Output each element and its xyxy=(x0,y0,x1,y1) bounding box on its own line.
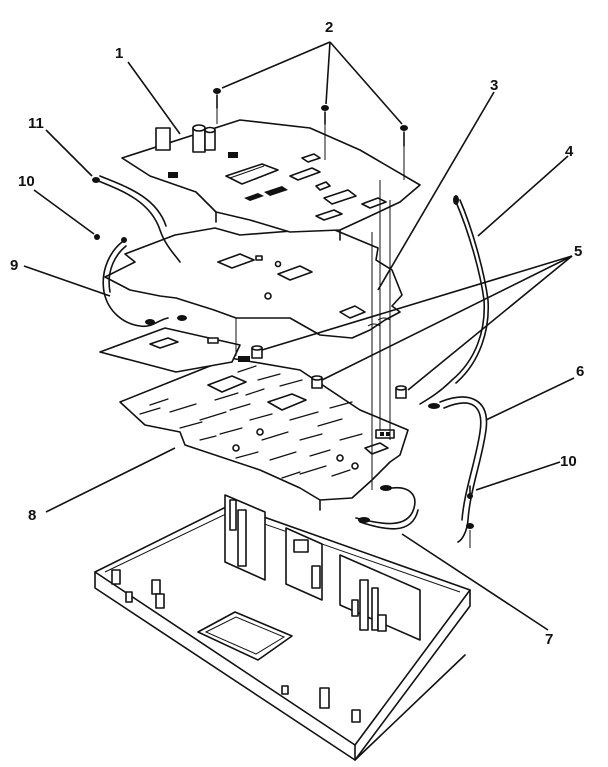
leader-5a xyxy=(261,255,573,351)
callout-3: 3 xyxy=(490,77,498,94)
board-cutout-a xyxy=(207,375,247,393)
board-cutout-b xyxy=(267,393,307,411)
board-connector-left xyxy=(238,356,250,362)
top-board-ic-main xyxy=(225,163,279,185)
leader-lines xyxy=(23,41,575,631)
top-board-chip-b xyxy=(168,172,178,178)
base-rib-right xyxy=(339,554,421,641)
callout-2: 2 xyxy=(325,19,333,36)
ground-screw-10-left xyxy=(94,234,100,240)
callout-11: 11 xyxy=(28,115,44,132)
leader-2a xyxy=(221,41,331,89)
lower-circuit-board xyxy=(119,356,409,511)
leader-10-right xyxy=(475,461,561,491)
leader-3 xyxy=(377,91,495,291)
screw-left xyxy=(213,88,221,109)
plate-slot-b xyxy=(277,265,313,281)
callout-9: 9 xyxy=(10,257,18,274)
top-circuit-board xyxy=(121,119,421,241)
callout-labels: 1 2 3 4 5 6 7 8 9 10 10 11 xyxy=(10,19,584,648)
wire-harness-4 xyxy=(419,195,490,405)
top-board-chip-d xyxy=(244,193,264,201)
base-housing xyxy=(94,494,471,761)
board-hatching xyxy=(139,365,363,479)
leader-4 xyxy=(477,155,569,237)
leader-5c xyxy=(407,255,573,391)
spacer-standoffs xyxy=(251,345,407,399)
plate-slot-a xyxy=(217,253,255,269)
middle-plate xyxy=(104,227,403,339)
screw-center xyxy=(321,105,329,125)
assembly-lines xyxy=(216,108,405,490)
callout-6: 6 xyxy=(576,363,584,380)
callout-8: 8 xyxy=(28,507,36,524)
leader-8 xyxy=(45,447,176,513)
leader-6 xyxy=(485,377,575,421)
top-board-capacitors xyxy=(155,124,216,153)
screw-right xyxy=(400,125,408,147)
leader-11 xyxy=(45,129,93,177)
wire-harness-9 xyxy=(102,237,187,328)
top-board-chip-c xyxy=(264,186,288,196)
leader-2c xyxy=(329,41,403,125)
leader-2b xyxy=(325,41,331,105)
board-cutout-c xyxy=(364,442,389,455)
callout-7: 7 xyxy=(545,631,553,648)
callout-4: 4 xyxy=(565,143,574,160)
leader-5b xyxy=(321,255,573,381)
callout-1: 1 xyxy=(115,45,123,62)
mounting-screws xyxy=(213,88,408,147)
base-standoffs xyxy=(111,569,361,723)
leader-1 xyxy=(127,61,181,135)
callout-5: 5 xyxy=(574,243,582,260)
wire-harness-6 xyxy=(428,396,488,543)
leader-10-left xyxy=(33,189,95,235)
wire-harness-11 xyxy=(92,175,181,263)
leader-7 xyxy=(401,533,549,631)
callout-10-left: 10 xyxy=(18,173,35,190)
leader-9 xyxy=(23,265,111,297)
callout-10-right: 10 xyxy=(560,453,577,470)
wire-harness-7 xyxy=(355,485,419,530)
top-board-chip-a xyxy=(228,152,238,158)
